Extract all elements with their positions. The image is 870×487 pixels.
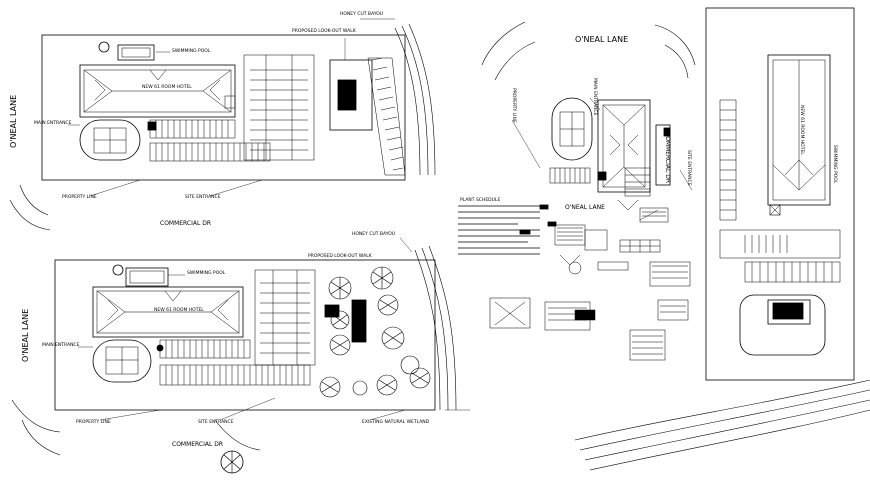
hotel-building [767, 54, 831, 206]
hotel-label: NEW 61 ROOM HOTEL [799, 105, 804, 155]
oneal-lane-small-label: O'NEAL LANE [565, 204, 605, 211]
wetland-trees [319, 266, 431, 398]
honey-cut-bayou-label: HONEY CUT BAYOU [340, 12, 384, 17]
bottom-left-site-plan [11, 237, 470, 474]
oneal-lane-label: O'NEAL LANE [575, 35, 629, 44]
dumpster [147, 121, 157, 131]
commercial-dr-label: COMMERCIAL DR [664, 132, 671, 184]
callout-leaders [78, 237, 470, 421]
hotel-label: NEW 61 ROOM HOTEL [142, 85, 192, 90]
right-site-plan [574, 7, 870, 471]
bayou-hatch [367, 57, 406, 176]
pool-tree-icon [98, 41, 110, 53]
swimming-pool-label: SWIMMING POOL [832, 145, 837, 184]
commercial-dr-label: COMMERCIAL DR [160, 220, 212, 227]
swimming-pool [125, 267, 169, 287]
oneal-lane-label: O'NEAL LANE [9, 94, 18, 148]
existing-wetland-label: EXISTING NATURAL WETLAND [362, 420, 430, 425]
callout-leaders [511, 97, 693, 221]
hotel-label: NEW 61 ROOM HOTEL [154, 308, 204, 313]
detail-sketches [489, 199, 691, 361]
swimming-pool-label: SWIMMING POOL [172, 49, 211, 54]
honey-cut-bayou-lines [394, 23, 436, 176]
property-boundary [41, 34, 406, 181]
swimming-pool-label: SWIMMING POOL [187, 271, 226, 276]
parking-lot [159, 269, 316, 386]
property-boundary [705, 7, 855, 381]
parking-lot [549, 167, 651, 197]
existing-building [337, 79, 357, 111]
honey-cut-bayou-lines [414, 245, 457, 411]
hotel-building [79, 64, 236, 118]
commercial-dr-label: COMMERCIAL DR [172, 441, 224, 448]
north-arrow-symbol [220, 450, 244, 474]
callout-leaders [68, 18, 395, 197]
hotel-building [597, 99, 651, 193]
hotel-building [92, 286, 244, 338]
honey-cut-bayou-label: HONEY CUT BAYOU [352, 232, 396, 237]
property-line-label: PROPERTY LINE [76, 420, 111, 425]
proposed-walk-label: PROPOSED LOOK-OUT WALK [308, 254, 372, 259]
oneal-lane-label: O'NEAL LANE [21, 308, 30, 362]
honey-cut-bayou-lines [574, 379, 870, 471]
plant-legend-title: PLANT SCHEDULE [460, 198, 501, 203]
site-entrance-label: SITE ENTRANCE [686, 150, 691, 186]
main-entrance-dropoff [551, 97, 593, 161]
main-entrance-label: MAIN ENTRANCE [592, 78, 597, 116]
parking-lot [719, 99, 841, 283]
street-arcs [481, 21, 526, 66]
existing-building [739, 294, 826, 356]
main-entrance-label: MAIN ENTRANCE [34, 121, 72, 126]
plant-legend [458, 204, 557, 255]
property-line-label: PROPERTY LINE [511, 88, 516, 123]
property-boundary [54, 259, 436, 411]
parking-lot [149, 54, 315, 162]
site-entrance-label: SITE ENTRANCE [198, 420, 234, 425]
main-entrance-dropoff [79, 119, 141, 161]
main-entrance-label: MAIN ENTRANCE [42, 343, 80, 348]
swimming-pool [117, 44, 155, 61]
property-line-label: PROPERTY LINE [62, 195, 97, 200]
main-entrance-dropoff [92, 339, 152, 383]
top-left-site-plan [9, 18, 436, 231]
street-arc-left [9, 199, 51, 231]
site-entrance-label: SITE ENTRANCE [185, 195, 221, 200]
middle-site-plan [458, 21, 696, 361]
existing-building [351, 299, 367, 343]
proposed-walk-label: PROPOSED LOOK-OUT WALK [292, 29, 356, 34]
